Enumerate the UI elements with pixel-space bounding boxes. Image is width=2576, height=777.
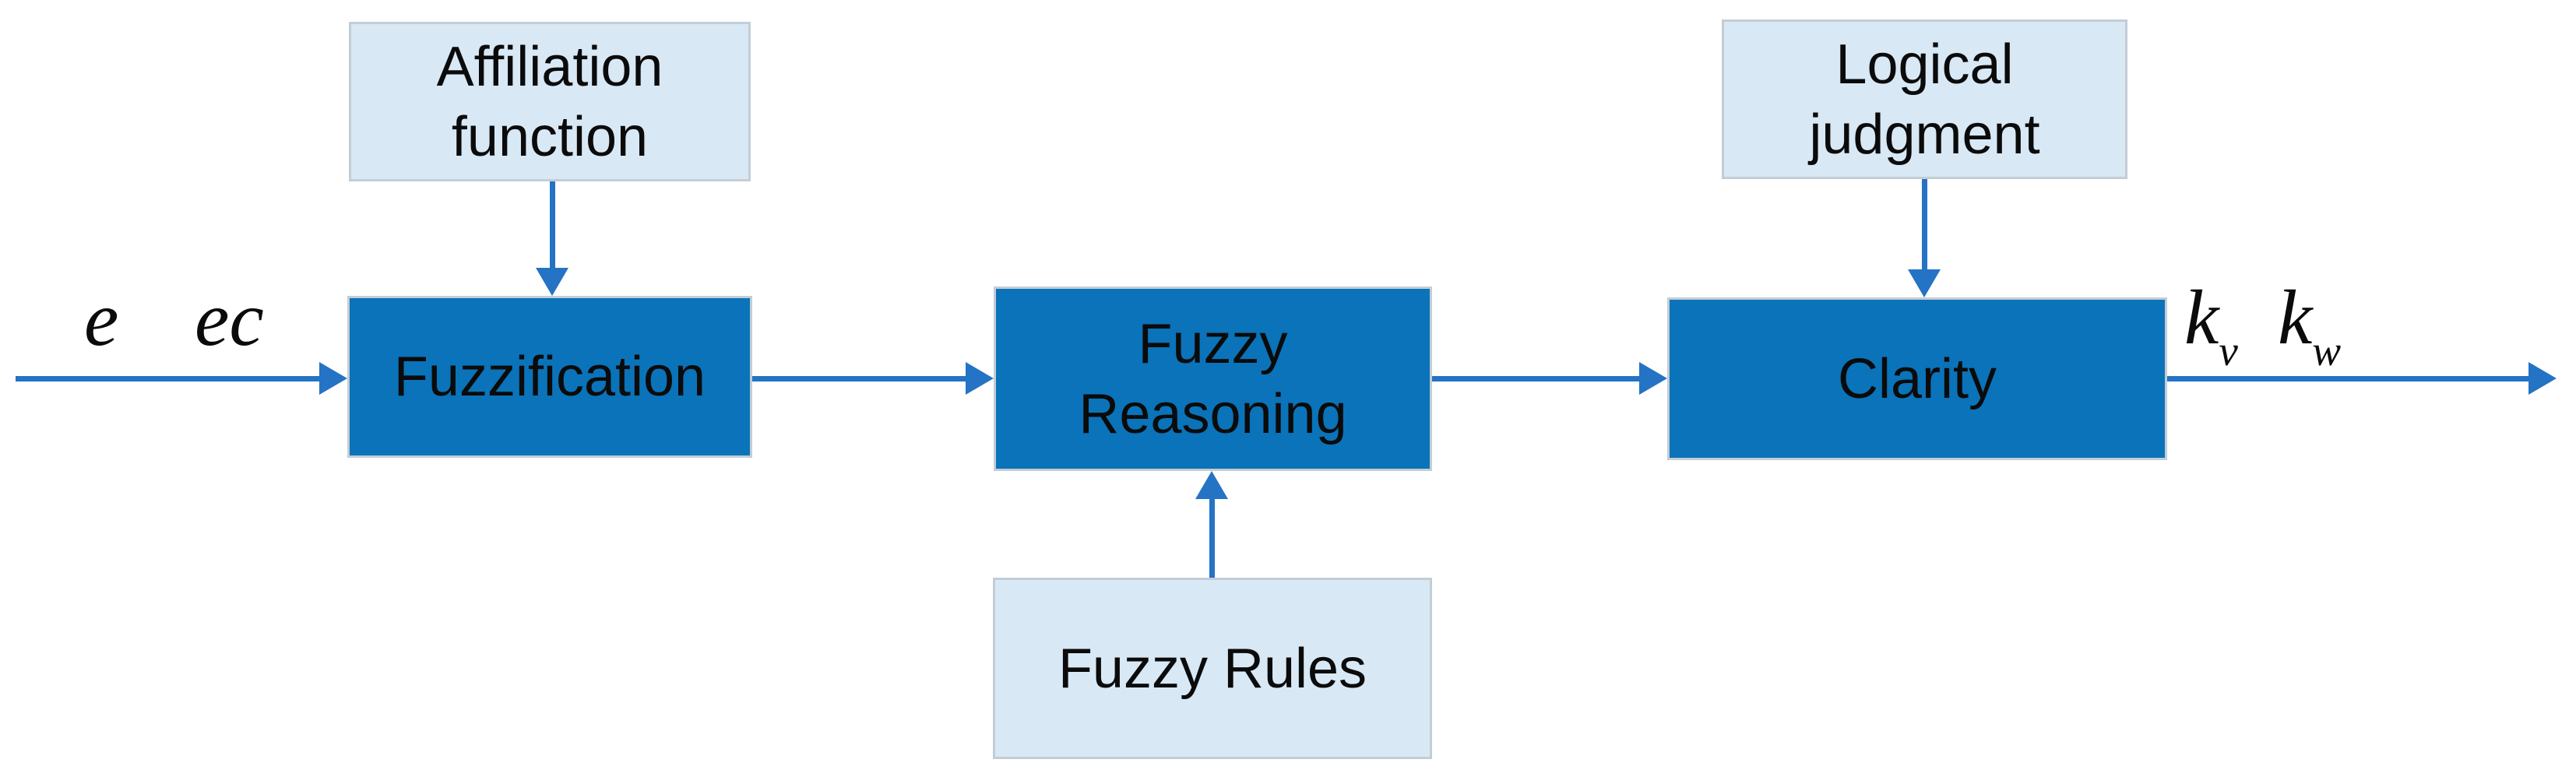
output-label-kw-base: k bbox=[2278, 274, 2313, 360]
output-arrowhead-icon bbox=[2528, 362, 2557, 395]
output-label-kw-subscript: w bbox=[2312, 327, 2342, 374]
output-arrow-line bbox=[2167, 376, 2530, 381]
logical-judgment-label-line1: Logical bbox=[1835, 33, 2014, 96]
affiliation-to-fuzzification-arrowhead-icon bbox=[536, 268, 568, 296]
affiliation-function-label-line1: Affiliation bbox=[436, 35, 663, 98]
fuzzification-label: Fuzzification bbox=[393, 346, 706, 408]
logical-judgment-box: Logical judgment bbox=[1722, 19, 2127, 179]
input-arrowhead-icon bbox=[319, 362, 347, 395]
affiliation-function-label-line2: function bbox=[451, 105, 649, 168]
reasoning-to-clarity-arrow-line bbox=[1432, 376, 1641, 381]
fuzzy-rules-box: Fuzzy Rules bbox=[993, 578, 1432, 759]
clarity-label: Clarity bbox=[1837, 347, 1997, 410]
rules-to-reasoning-arrow-line bbox=[1209, 497, 1215, 578]
affiliation-function-box: Affiliation function bbox=[349, 22, 751, 181]
judgment-to-clarity-arrow-line bbox=[1922, 179, 1927, 271]
output-label-kw: kw bbox=[2278, 279, 2342, 374]
affiliation-to-fuzzification-arrow-line bbox=[550, 181, 555, 269]
output-label-kv-subscript: v bbox=[2219, 327, 2238, 374]
logical-judgment-label-line2: judgment bbox=[1809, 103, 2040, 166]
judgment-to-clarity-arrowhead-icon bbox=[1908, 269, 1941, 297]
output-label-kv-base: k bbox=[2184, 274, 2219, 360]
output-label-kv: kv bbox=[2184, 279, 2238, 374]
input-label-e: e bbox=[84, 276, 119, 362]
input-label-ec: ec bbox=[195, 276, 264, 362]
fuzzy-reasoning-box: Fuzzy Reasoning bbox=[994, 287, 1432, 471]
fuzzy-reasoning-label-line1: Fuzzy bbox=[1138, 312, 1288, 375]
fuzzification-box: Fuzzification bbox=[347, 296, 752, 458]
rules-to-reasoning-arrowhead-icon bbox=[1195, 471, 1228, 499]
clarity-box: Clarity bbox=[1667, 297, 2167, 460]
fuzzy-rules-label: Fuzzy Rules bbox=[1057, 637, 1367, 700]
fuzzification-to-reasoning-arrow-line bbox=[752, 376, 967, 381]
fuzzification-to-reasoning-arrowhead-icon bbox=[966, 362, 994, 395]
fuzzy-reasoning-label-line2: Reasoning bbox=[1079, 382, 1347, 445]
input-arrow-line bbox=[16, 376, 321, 381]
reasoning-to-clarity-arrowhead-icon bbox=[1639, 362, 1667, 395]
